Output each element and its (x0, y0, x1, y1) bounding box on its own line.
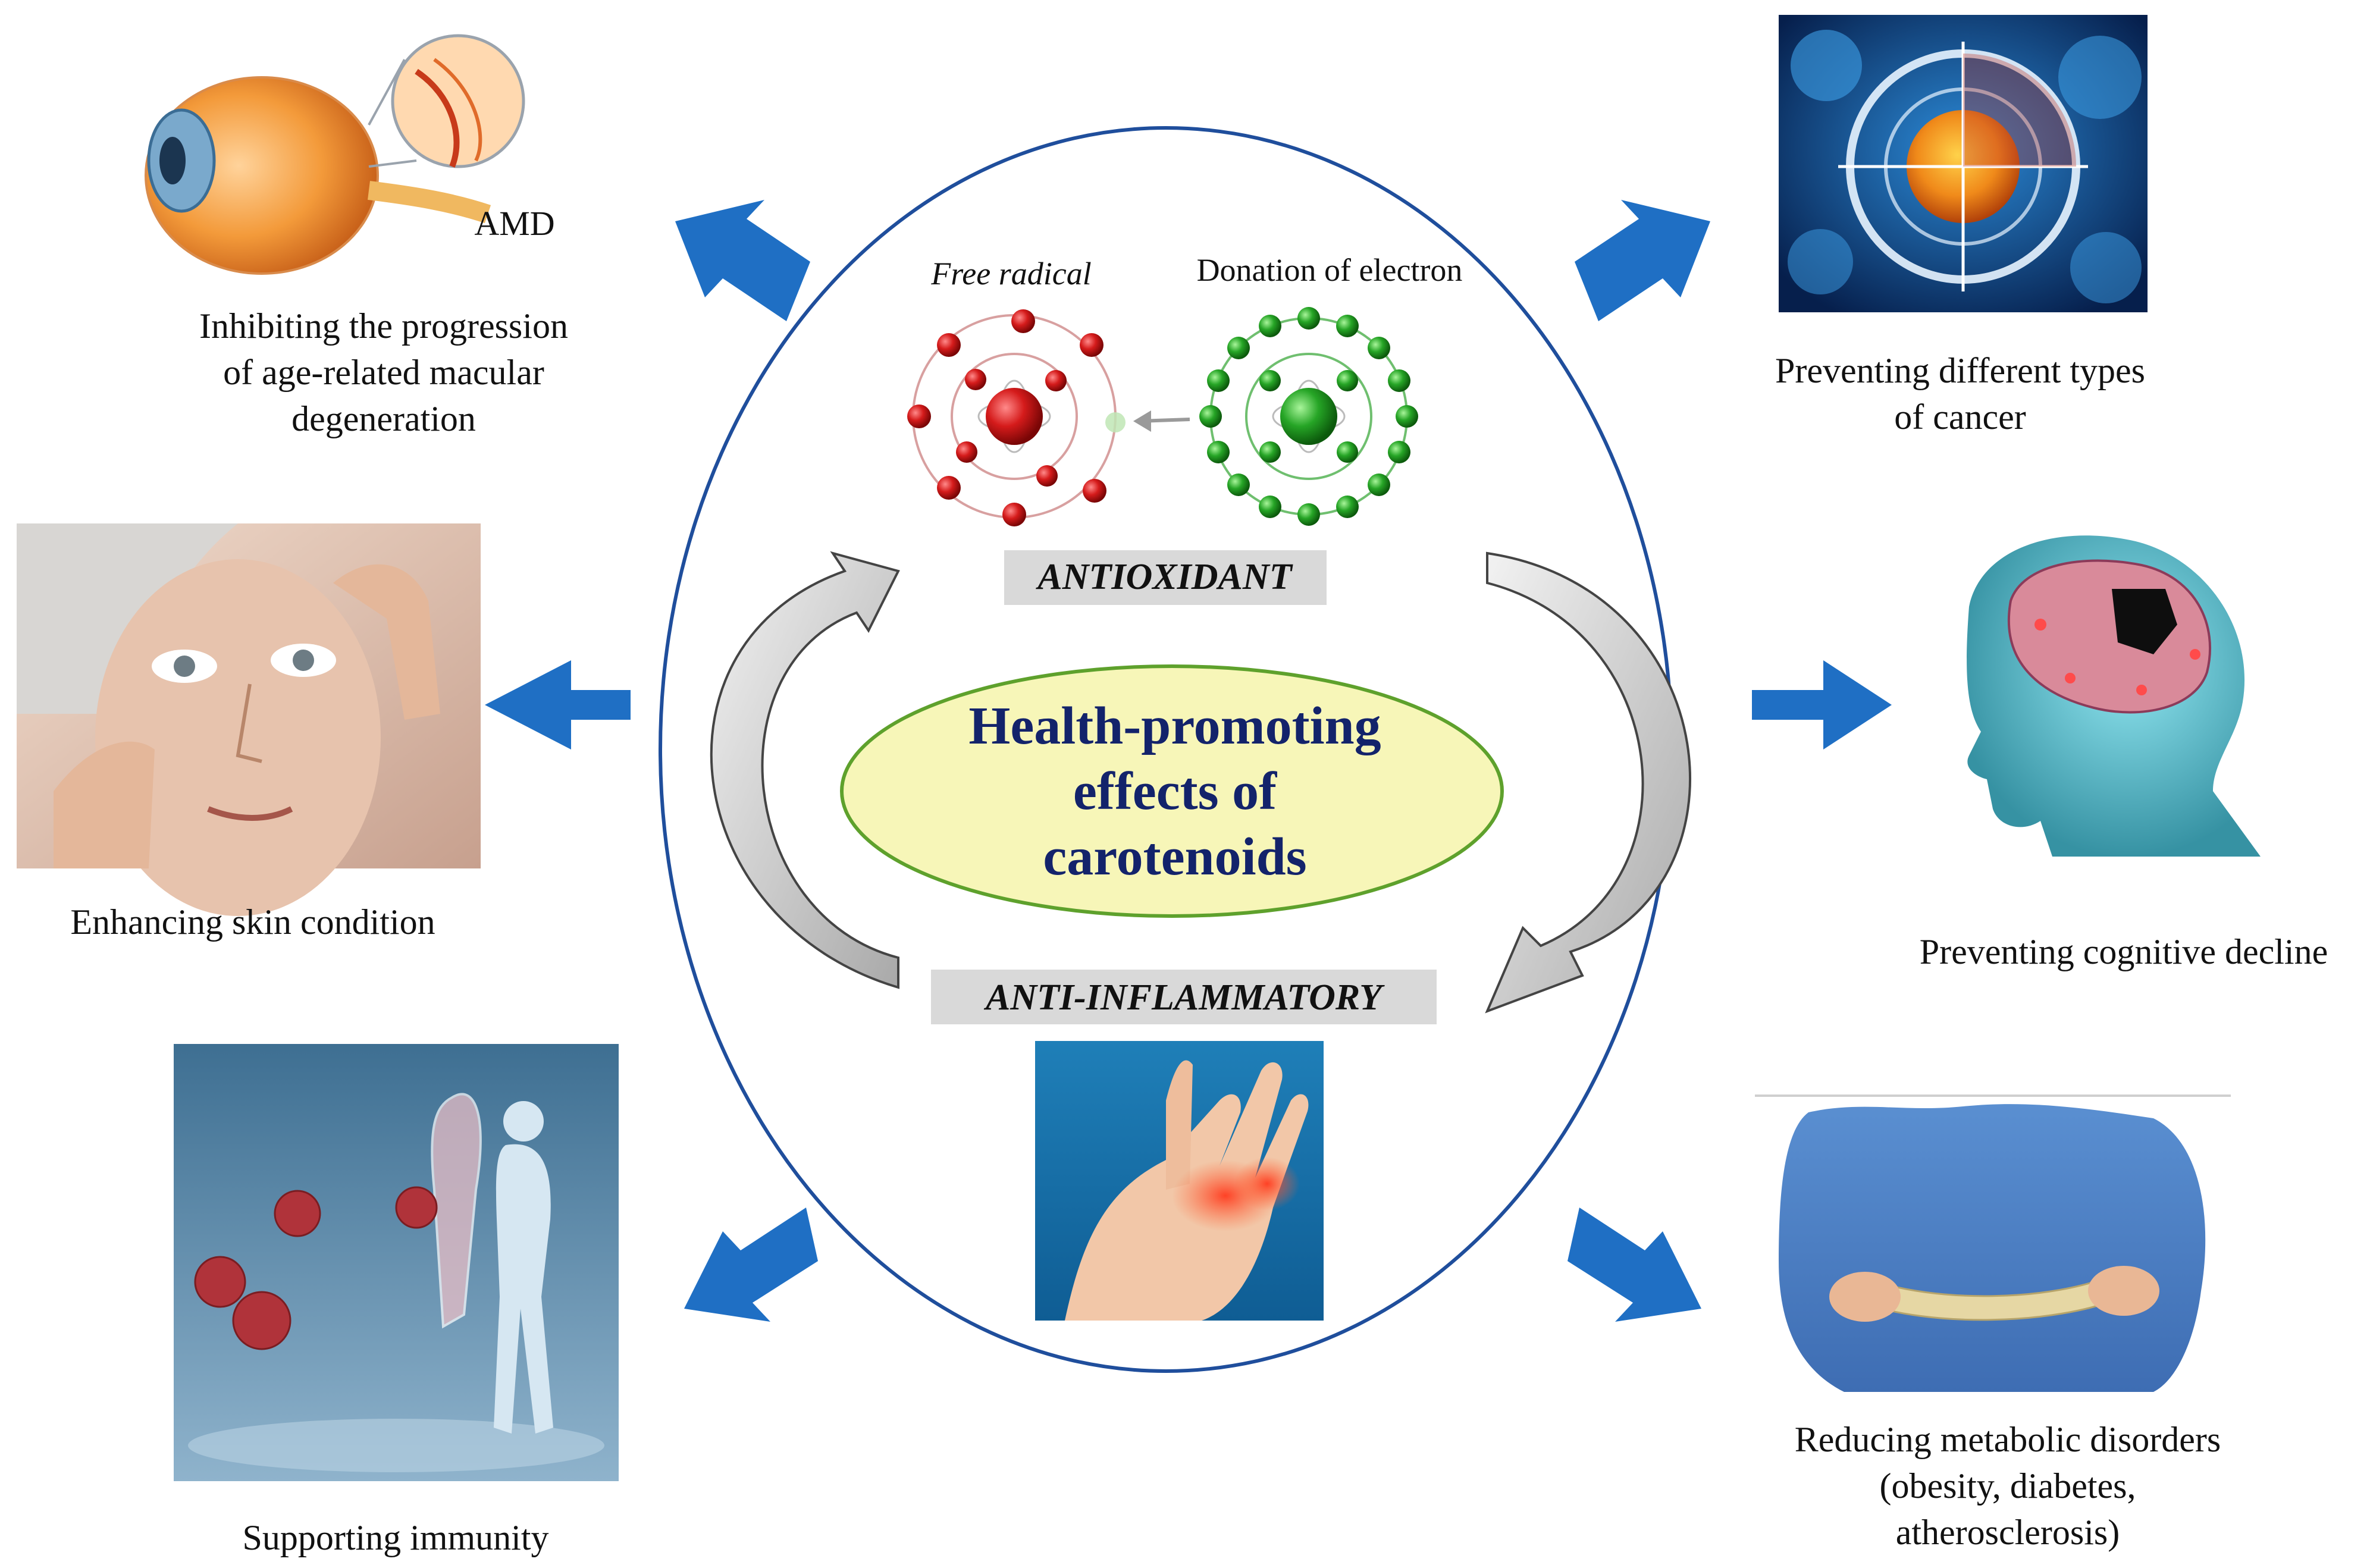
center-ellipse (840, 664, 1504, 918)
arrow-to-amd (675, 200, 810, 321)
brain-head-image (1967, 535, 2261, 857)
metabolic-caption-line-2: (obesity, diabetes, (1880, 1466, 2136, 1506)
metabolic-caption-line-1: Reducing metabolic disorders (1795, 1420, 2221, 1459)
center-title-line-1: Health-promoting (968, 697, 1381, 755)
anti-inflammatory-label: ANTI-INFLAMMATORY (983, 977, 1385, 1018)
inflamed-hand-image (1035, 1041, 1324, 1321)
arrow-to-cognitive (1752, 660, 1892, 749)
skin-caption: Enhancing skin condition (70, 902, 435, 942)
arrow-to-immunity (684, 1208, 818, 1322)
free-radical-label: Free radical (930, 256, 1091, 291)
cancer-caption-line-1: Preventing different types (1775, 351, 2145, 390)
cancer-cell-image (1779, 15, 2148, 312)
amd-caption-line-2: of age-related macular (223, 353, 544, 392)
immunity-caption: Supporting immunity (242, 1518, 548, 1557)
electron-transfer-arrowhead (1133, 410, 1151, 432)
center-title-line-3: carotenoids (1043, 827, 1306, 886)
amd-badge: AMD (474, 204, 554, 243)
free-radical-atom (907, 309, 1126, 526)
cognitive-caption: Preventing cognitive decline (1920, 932, 2328, 971)
amd-caption-line-1: Inhibiting the progression (199, 306, 568, 346)
cycle-arrow-left (710, 551, 900, 989)
immunity-image (174, 1044, 619, 1481)
anti-inflammatory-label-bg (931, 970, 1437, 1024)
eye-amd-image (143, 34, 595, 280)
cancer-caption-line-2: of cancer (1894, 397, 2026, 437)
arrow-to-metabolic (1568, 1208, 1701, 1322)
metabolic-caption-line-3: atherosclerosis) (1896, 1513, 2120, 1552)
amd-caption-line-3: degeneration (291, 399, 476, 438)
center-title-line-2: effects of (1073, 762, 1277, 821)
antioxidant-label: ANTIOXIDANT (1035, 557, 1293, 597)
arrow-to-skin (485, 660, 631, 749)
antioxidant-atom (1199, 307, 1418, 526)
skin-face-image (17, 523, 481, 916)
antioxidant-label-bg (1004, 550, 1327, 605)
arrow-to-cancer (1575, 200, 1710, 321)
cycle-arrow-right (1485, 551, 1691, 1014)
donation-label: Donation of electron (1197, 252, 1463, 288)
metabolic-image (1755, 1095, 2231, 1392)
